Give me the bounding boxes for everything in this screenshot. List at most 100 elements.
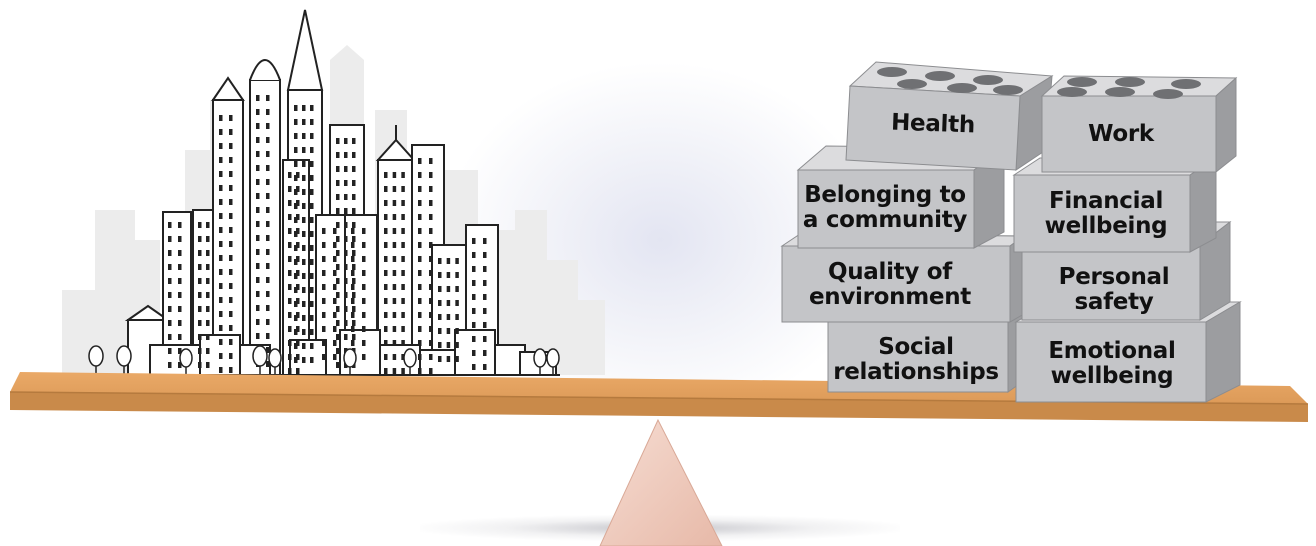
window (256, 193, 260, 199)
window (178, 278, 182, 284)
window (472, 308, 476, 314)
window (310, 315, 314, 321)
window (384, 200, 388, 206)
bricks-stack (780, 61, 1242, 403)
window (256, 109, 260, 115)
window (296, 200, 300, 206)
window (333, 270, 337, 276)
window (344, 180, 348, 186)
window (302, 217, 306, 223)
window (219, 269, 223, 275)
window (256, 221, 260, 227)
window (392, 270, 397, 276)
window (336, 152, 340, 158)
window (302, 259, 306, 265)
window (294, 119, 298, 125)
brick-belonging-face (797, 169, 975, 249)
window (384, 256, 388, 262)
window (483, 294, 487, 300)
window (446, 286, 451, 292)
brick-label-quality: Quality of environment (808, 259, 971, 310)
window (198, 236, 202, 242)
window (418, 284, 422, 290)
window (352, 320, 356, 326)
window (206, 264, 210, 270)
window (483, 280, 487, 286)
window (418, 242, 422, 248)
window (198, 292, 202, 298)
window (333, 298, 337, 304)
window (336, 166, 340, 172)
window (302, 175, 306, 181)
window (336, 320, 340, 326)
window (429, 354, 433, 360)
window (384, 340, 388, 346)
window (418, 368, 422, 374)
brick-hole (897, 79, 927, 89)
window (302, 329, 306, 335)
window (310, 273, 314, 279)
window (288, 368, 292, 374)
window (266, 319, 270, 325)
window (178, 334, 182, 340)
window (302, 245, 306, 251)
window (198, 250, 202, 256)
window (322, 270, 326, 276)
window (429, 158, 433, 164)
window (266, 291, 270, 297)
window (294, 301, 298, 307)
window (294, 175, 298, 181)
window (384, 368, 388, 374)
window (352, 306, 356, 312)
window (219, 129, 223, 135)
window (352, 278, 356, 284)
window (229, 143, 233, 149)
window (168, 362, 172, 368)
window (206, 292, 210, 298)
window (206, 278, 210, 284)
window (344, 320, 348, 326)
window (401, 354, 405, 360)
window (333, 284, 337, 290)
window (429, 312, 433, 318)
window (344, 306, 348, 312)
window (219, 157, 223, 163)
brick-hole (1171, 79, 1201, 89)
window (446, 258, 451, 264)
window (302, 301, 306, 307)
window (294, 231, 298, 237)
window (310, 133, 314, 139)
window (229, 185, 233, 191)
window (168, 334, 172, 340)
window (206, 236, 210, 242)
window (344, 236, 348, 242)
window (455, 342, 459, 348)
window (336, 278, 340, 284)
window (352, 166, 356, 172)
window (294, 245, 298, 251)
window (446, 272, 451, 278)
window (219, 325, 223, 331)
window (296, 270, 300, 276)
window (472, 280, 476, 286)
window (418, 186, 422, 192)
window (256, 319, 260, 325)
window (266, 165, 270, 171)
window (310, 329, 314, 335)
window (266, 305, 270, 311)
window (266, 109, 270, 115)
window (418, 158, 422, 164)
window (351, 270, 355, 276)
window (352, 194, 356, 200)
window (294, 203, 298, 209)
brick-label-health: Health (890, 109, 976, 138)
window (296, 354, 300, 360)
window (446, 328, 451, 334)
window (333, 242, 337, 248)
window (302, 343, 306, 349)
window (266, 207, 270, 213)
window (352, 236, 356, 242)
window (344, 138, 348, 144)
window (344, 334, 348, 340)
window (256, 277, 260, 283)
